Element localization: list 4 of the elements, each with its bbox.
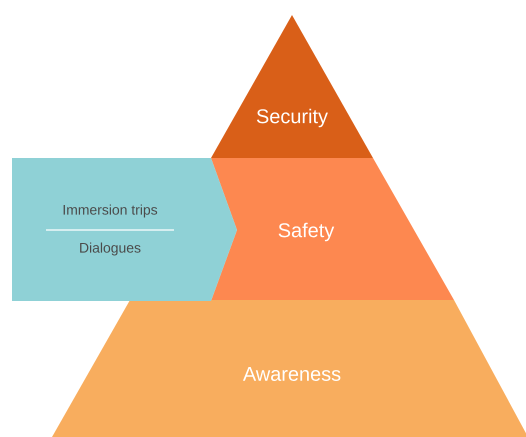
pyramid-level: Awareness bbox=[52, 300, 526, 437]
pyramid-level: Safety bbox=[211, 158, 454, 301]
chevron-box: Immersion trips Dialogues bbox=[12, 158, 237, 301]
pyramid-level: Security bbox=[211, 15, 373, 158]
